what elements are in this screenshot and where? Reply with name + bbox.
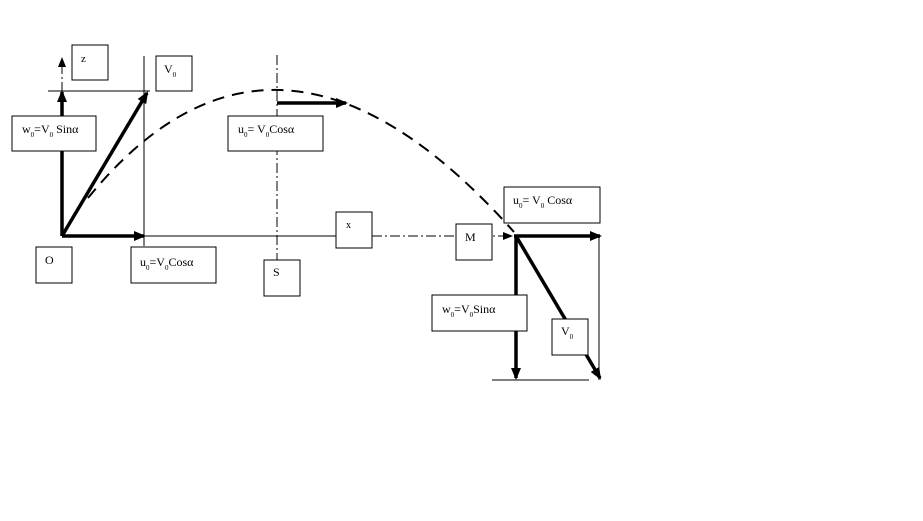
label-summit-s-text: S <box>273 265 280 279</box>
svg-text:V0: V0 <box>164 62 177 79</box>
v0-vector-landing <box>514 235 602 380</box>
label-x: x <box>335 211 373 249</box>
svg-text:u0=V0Cosα: u0=V0Cosα <box>140 255 194 272</box>
label-w0-left: w0=V0 Sinα <box>11 115 97 152</box>
v0-vector-origin <box>60 91 149 237</box>
label-z-text: z <box>81 53 86 65</box>
label-origin: O <box>35 246 73 284</box>
label-u0-right: u0= V0 Cosα <box>503 186 601 224</box>
svg-text:u0= V0Cosα: u0= V0Cosα <box>238 122 295 139</box>
label-origin-text: O <box>45 253 54 267</box>
label-m-text: M <box>465 230 476 244</box>
label-z: z <box>71 44 109 81</box>
label-v0-right: V0 <box>551 318 589 356</box>
label-summit-s: S <box>263 259 301 297</box>
label-m: M <box>455 223 493 261</box>
trajectory-curve <box>87 89 515 233</box>
label-w0-right: w0=V0Sinα <box>431 294 528 332</box>
label-u0-top: u0= V0Cosα <box>227 115 324 152</box>
label-u0-bottom: u0=V0Cosα <box>130 246 217 284</box>
svg-text:w0=V0Sinα: w0=V0Sinα <box>442 302 496 319</box>
svg-text:w0=V0 Sinα: w0=V0 Sinα <box>22 122 79 139</box>
svg-text:u0= V0 Cosα: u0= V0 Cosα <box>513 193 573 210</box>
svg-text:V0: V0 <box>561 324 574 341</box>
label-v0-top: V0 <box>155 55 193 92</box>
label-x-text: x <box>346 220 351 231</box>
